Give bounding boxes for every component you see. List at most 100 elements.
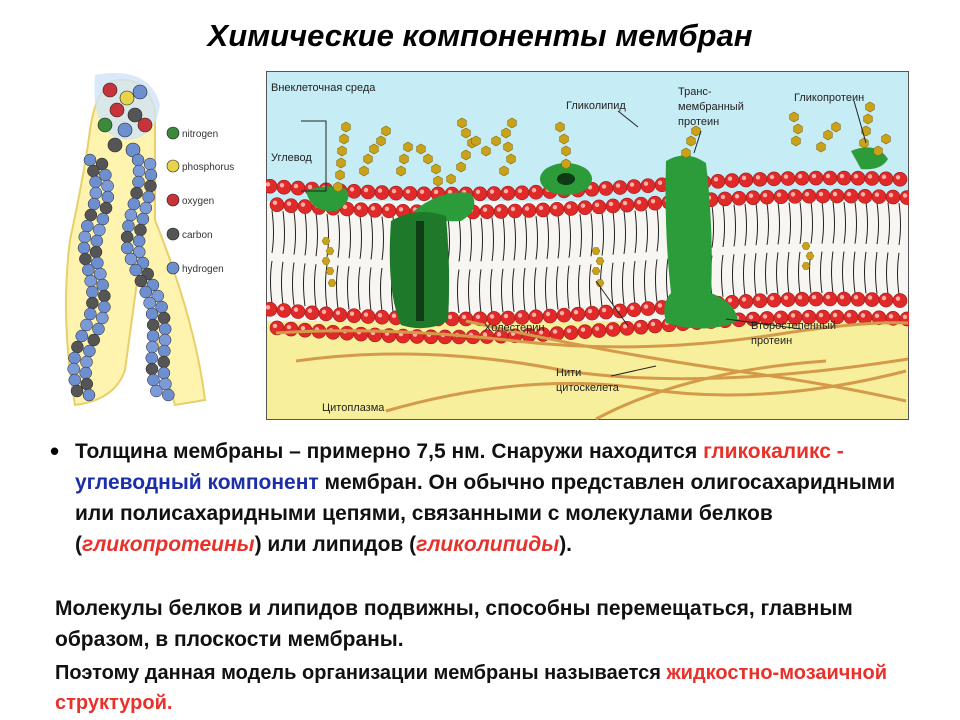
lipid-head	[556, 307, 572, 323]
lipid-head	[290, 304, 306, 319]
lipid-head	[591, 323, 607, 338]
legend-oxygen: oxygen	[166, 193, 214, 207]
lipid-head	[871, 189, 887, 204]
sugar-unit	[491, 135, 501, 147]
sugar-unit	[881, 133, 891, 145]
lipid-head	[626, 179, 642, 194]
atom	[70, 384, 84, 398]
atom	[157, 366, 171, 380]
lipid-head	[332, 307, 348, 323]
atom	[145, 362, 159, 376]
atom	[75, 329, 89, 343]
lipid-head	[717, 191, 733, 207]
sugar-unit	[339, 133, 349, 145]
lipid-head	[381, 203, 397, 219]
term-glycolipids: гликолипиды	[416, 533, 560, 556]
lipid-head	[353, 326, 369, 342]
sugar-unit	[471, 135, 481, 147]
sugar-unit	[376, 135, 386, 147]
atom	[80, 318, 93, 332]
atom	[90, 234, 104, 248]
sugar-unit	[335, 169, 345, 181]
cholesterol-ring	[591, 247, 601, 255]
atom	[107, 137, 123, 153]
label-transmembrane-1: Транс-	[678, 86, 712, 98]
sugar-unit	[481, 145, 491, 157]
atom	[82, 388, 96, 402]
atom	[143, 296, 156, 310]
atom	[83, 344, 96, 358]
label-secondary-2: протеин	[751, 335, 792, 347]
p1-text-g: ) или липидов (	[254, 533, 417, 556]
lipid-head	[738, 172, 754, 188]
lipid-head	[472, 186, 488, 202]
lipid-head	[794, 292, 810, 307]
cholesterol-ring	[321, 257, 331, 265]
lipid-head	[276, 303, 292, 318]
atom	[87, 333, 101, 347]
sugar-unit	[791, 135, 801, 147]
atom	[137, 117, 153, 133]
atom	[99, 201, 113, 215]
lipid-head	[829, 188, 845, 204]
atom	[130, 186, 143, 200]
atom	[134, 274, 148, 288]
lipid-head	[283, 321, 299, 337]
atom	[68, 351, 81, 365]
sugar-unit	[461, 127, 471, 139]
sugar-unit	[681, 147, 691, 159]
cholesterol-molecules	[321, 237, 815, 287]
lipid-head	[563, 201, 579, 216]
lipid-head	[500, 185, 516, 201]
paragraph-mobility: Молекулы белков и липидов подвижны, спос…	[55, 597, 853, 651]
lipid-head	[836, 170, 852, 186]
label-filaments-2: цитоскелета	[556, 382, 620, 394]
sugar-unit	[859, 137, 869, 149]
atom	[99, 168, 112, 182]
term-carbohydrate-component: углеводный компонент	[75, 471, 319, 494]
lipid-head	[493, 204, 509, 219]
atom	[102, 82, 118, 98]
bullet-point: •	[50, 436, 60, 466]
label-cytoplasm: Цитоплазма	[322, 402, 385, 414]
lipid-head	[388, 185, 404, 201]
sugar-unit	[403, 141, 413, 153]
atom	[119, 90, 135, 106]
svg-text:carbon: carbon	[182, 230, 213, 241]
lipid-head	[647, 318, 663, 334]
atom	[143, 157, 157, 171]
sugar-unit	[381, 125, 391, 137]
lipid-head	[402, 186, 418, 201]
lipid-head	[752, 293, 768, 309]
channel-pore	[416, 221, 424, 321]
atom	[158, 322, 172, 336]
lipid-head	[542, 308, 558, 324]
svg-text:hydrogen: hydrogen	[182, 264, 224, 275]
atom	[92, 322, 105, 336]
lipid-head	[745, 190, 761, 205]
atom	[120, 230, 134, 244]
p3-text-a: Поэтому данная модель организации мембра…	[55, 662, 667, 684]
lipid-head	[570, 306, 586, 322]
atom	[158, 333, 172, 347]
lipid-head	[780, 171, 796, 186]
lipid-head	[584, 305, 600, 321]
atom	[84, 274, 97, 288]
atom	[101, 179, 114, 193]
lipid-head	[577, 324, 593, 339]
label-extracellular: Внеклеточная среда	[271, 82, 376, 94]
lipid-head	[598, 181, 614, 196]
atom	[132, 175, 145, 189]
sugar-unit	[396, 165, 406, 177]
lipid-head	[843, 188, 859, 204]
atom	[139, 201, 153, 215]
sugar-unit	[369, 143, 379, 155]
lipid-head	[479, 204, 495, 220]
sugar-unit	[691, 125, 701, 137]
term-glycoproteins: гликопротеины	[82, 533, 255, 556]
atom-legend: nitrogen phosphorus oxygen carbon hydrog…	[166, 126, 234, 275]
atom	[89, 245, 103, 259]
lipid-head	[864, 292, 880, 307]
p1-text-e: мембран. Он обычно представлен олигосаха…	[75, 471, 896, 556]
atom	[124, 208, 138, 222]
